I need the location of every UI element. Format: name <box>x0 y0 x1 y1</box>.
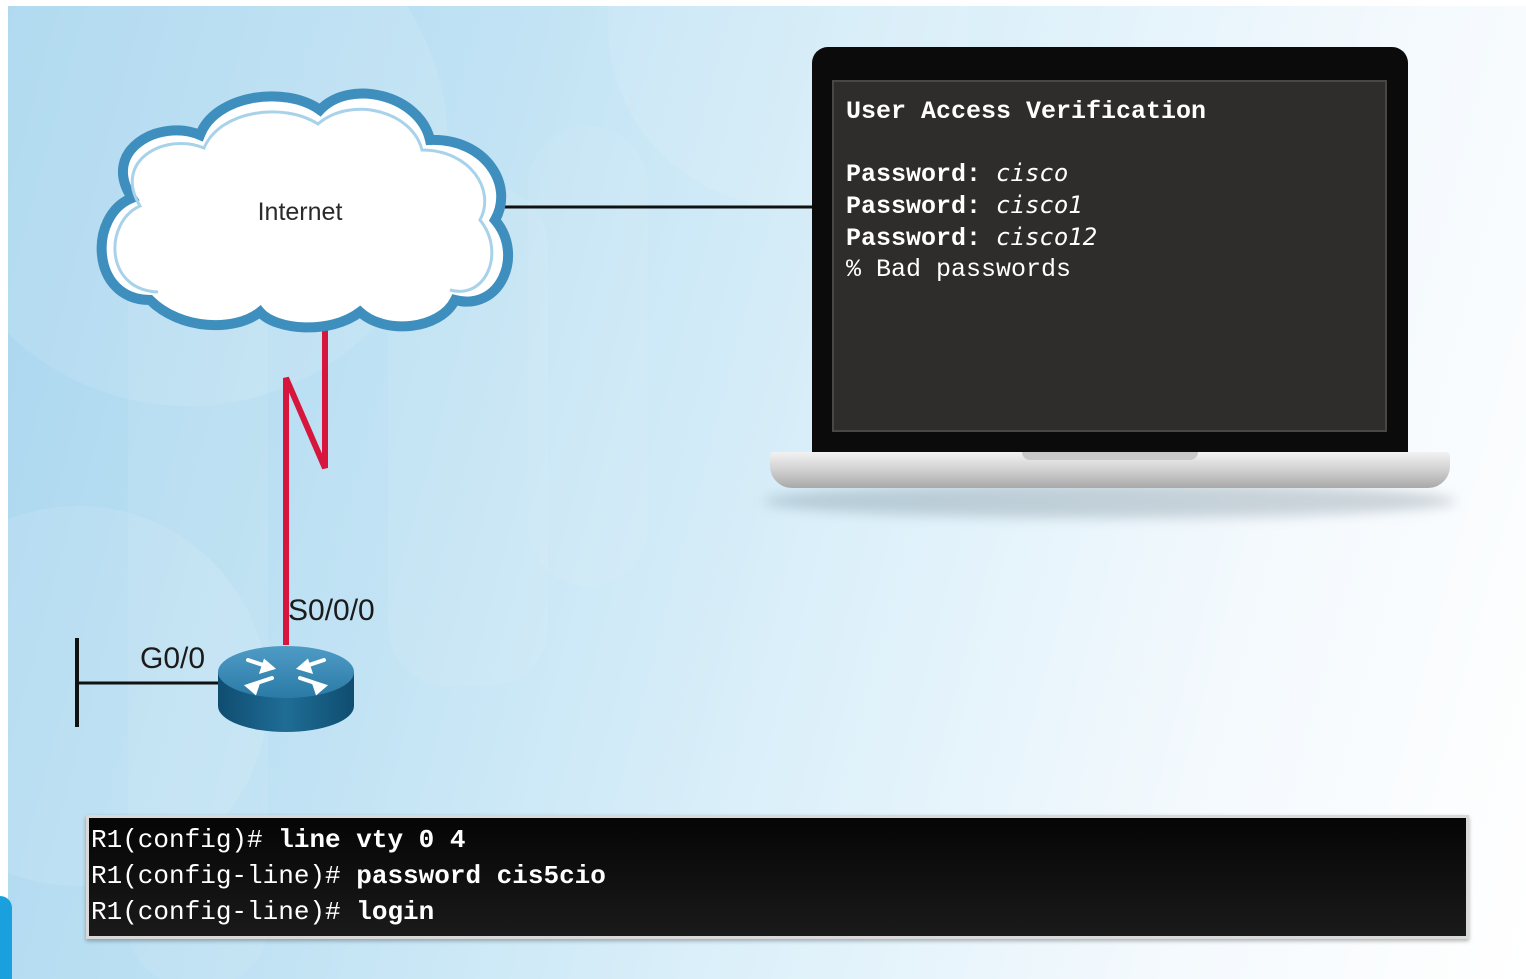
terminal-title: User Access Verification <box>846 97 1207 126</box>
laptop-shadow <box>764 484 1456 518</box>
router-icon <box>218 646 354 732</box>
config-prompt: R1(config)# <box>91 825 263 855</box>
password-attempt: Password: cisco <box>846 158 1373 190</box>
internet-label: Internet <box>257 198 343 226</box>
gig-interface-label: G0/0 <box>140 642 206 675</box>
config-command: login <box>356 897 435 927</box>
password-value: cisco12 <box>996 223 1098 251</box>
password-value: cisco <box>996 159 1069 187</box>
config-command: password cis5cio <box>356 861 606 891</box>
config-line: R1(config-line)# password cis5cio <box>91 858 1466 894</box>
password-prompt: Password: <box>846 192 982 221</box>
config-panel: R1(config)# line vty 0 4 R1(config-line)… <box>86 815 1469 939</box>
password-attempt: Password: cisco1 <box>846 190 1373 222</box>
password-prompt: Password: <box>846 160 982 189</box>
internet-cloud-icon <box>96 88 514 333</box>
edge-accent <box>0 896 12 979</box>
password-attempt: Password: cisco12 <box>846 222 1373 254</box>
config-prompt: R1(config-line)# <box>91 897 341 927</box>
password-value: cisco1 <box>996 191 1083 219</box>
serial-interface-label: S0/0/0 <box>288 594 375 627</box>
config-line: R1(config-line)# login <box>91 894 1466 930</box>
config-command: line vty 0 4 <box>278 825 466 855</box>
config-prompt: R1(config-line)# <box>91 861 341 891</box>
terminal-result: % Bad passwords <box>846 255 1072 284</box>
password-prompt: Password: <box>846 224 982 253</box>
config-line: R1(config)# line vty 0 4 <box>91 822 1466 858</box>
serial-link <box>283 312 328 645</box>
laptop-notch <box>1022 452 1198 460</box>
laptop-terminal: User Access Verification Password: cisco… <box>832 80 1387 432</box>
